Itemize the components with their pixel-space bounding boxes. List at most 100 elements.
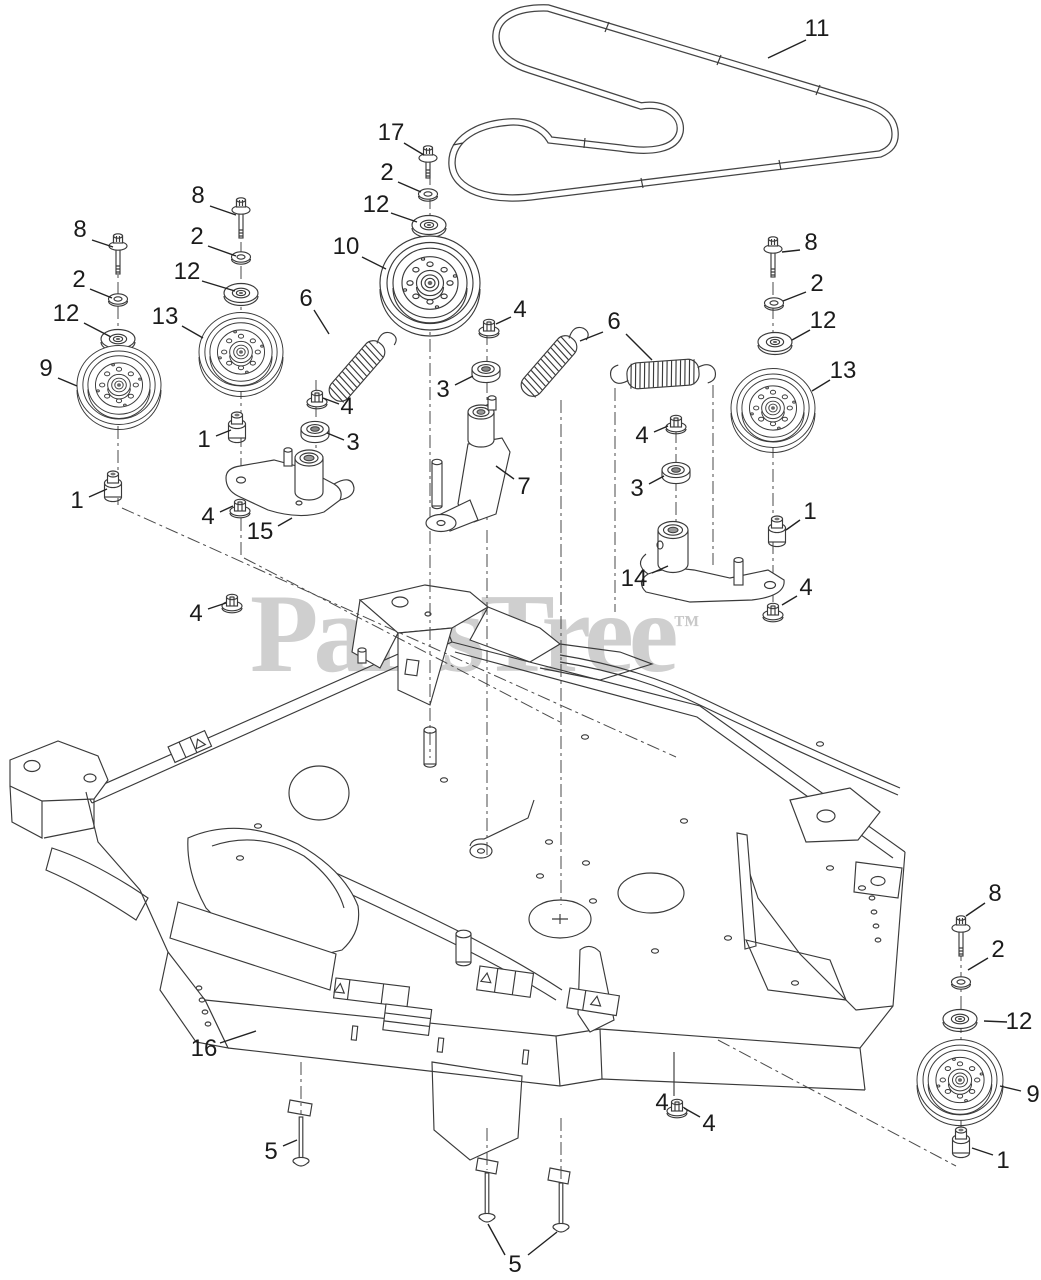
idler-arm-7 xyxy=(425,395,511,533)
callout-1-22: 1 xyxy=(197,426,211,453)
leader-line-1-26 xyxy=(88,488,108,498)
callout-4-32: 4 xyxy=(799,574,813,601)
callout-16-34: 16 xyxy=(190,1035,218,1062)
callout-12-19: 12 xyxy=(809,307,837,334)
callout-15-28: 15 xyxy=(246,518,274,545)
leader-line-4-33 xyxy=(207,602,227,610)
leader-line-15-28 xyxy=(277,517,293,527)
callout-3-15: 3 xyxy=(436,376,450,403)
deck-decal-rail xyxy=(167,729,213,764)
callout-3-25: 3 xyxy=(630,475,644,502)
leader-line-12-19 xyxy=(791,329,811,341)
leader-line-12-7 xyxy=(201,280,236,292)
callout-6-16: 6 xyxy=(607,308,621,335)
callout-17-1: 17 xyxy=(377,119,405,146)
callout-2-39: 2 xyxy=(991,936,1005,963)
callout-1-26: 1 xyxy=(70,487,84,514)
leader-line-6-13 xyxy=(313,309,330,335)
leader-line-12-40 xyxy=(983,1020,1008,1023)
drive-belt-drawing xyxy=(448,4,899,202)
callout-4-36: 4 xyxy=(702,1110,716,1137)
callout-14-31: 14 xyxy=(620,565,648,592)
idler-arm-15 xyxy=(225,447,355,517)
callout-2-10: 2 xyxy=(72,266,86,293)
deck-holes xyxy=(235,734,867,986)
callout-1-42: 1 xyxy=(996,1147,1010,1174)
leader-line-2-10 xyxy=(89,288,113,299)
leader-line-16-34 xyxy=(219,1030,257,1044)
leader-line-9-41 xyxy=(999,1085,1022,1092)
spindle-opening-right xyxy=(617,872,685,914)
callout-13-8: 13 xyxy=(151,303,179,330)
callout-8-9: 8 xyxy=(73,216,87,243)
leader-line-2-2 xyxy=(397,181,422,193)
leader-line-13-20 xyxy=(811,379,831,392)
leader-line-4-14 xyxy=(495,316,512,325)
callout-4-43: 4 xyxy=(655,1089,669,1116)
leader-line-4-21 xyxy=(322,397,340,405)
leader-line-1-42 xyxy=(971,1147,994,1156)
leader-line-2-39 xyxy=(967,957,989,971)
callout-2-2: 2 xyxy=(380,159,394,186)
callout-13-20: 13 xyxy=(829,357,857,384)
leader-line-6-16 xyxy=(625,333,653,361)
callout-12-3: 12 xyxy=(362,191,390,218)
leader-line-3-15 xyxy=(454,375,474,386)
leader-line-10-4 xyxy=(361,256,387,270)
leader-line-4-27 xyxy=(219,505,234,513)
leader-line-1-22 xyxy=(215,429,232,437)
leader-line-13-8 xyxy=(181,325,204,339)
leader-line-5-35 xyxy=(282,1139,298,1147)
callout-8-5: 8 xyxy=(191,182,205,209)
leader-line-8-9 xyxy=(91,239,114,248)
leader-line-14-31 xyxy=(651,565,669,574)
callout-2-6: 2 xyxy=(190,223,204,250)
leader-line-4-32 xyxy=(781,595,798,606)
callout-8-38: 8 xyxy=(988,880,1002,907)
leader-line-5-37 xyxy=(527,1231,558,1256)
watermark-trademark: ™ xyxy=(673,610,700,639)
leader-line-6-16 xyxy=(579,331,604,342)
callout-3-23: 3 xyxy=(346,429,360,456)
deck-decals xyxy=(332,965,621,1037)
leader-line-9-12 xyxy=(57,377,78,387)
leader-line-3-23 xyxy=(326,432,345,441)
callout-4-14: 4 xyxy=(513,296,527,323)
callout-5-35: 5 xyxy=(264,1138,278,1165)
callout-1-30: 1 xyxy=(803,498,817,525)
leader-line-8-5 xyxy=(209,205,237,216)
callout-4-33: 4 xyxy=(189,600,203,627)
leader-line-8-17 xyxy=(781,249,801,253)
leader-line-4-36 xyxy=(683,1107,701,1118)
callout-4-24: 4 xyxy=(635,422,649,449)
callout-4-27: 4 xyxy=(201,503,215,530)
leader-line-11-0 xyxy=(767,39,807,59)
leader-line-3-25 xyxy=(648,475,665,485)
callout-10-4: 10 xyxy=(332,233,360,260)
deck-center-bracket xyxy=(351,584,901,967)
callout-5-37: 5 xyxy=(508,1251,522,1278)
leader-line-4-24 xyxy=(653,425,669,433)
leader-line-7-29 xyxy=(495,465,515,480)
callout-12-11: 12 xyxy=(52,300,80,327)
callout-12-7: 12 xyxy=(173,258,201,285)
callout-12-40: 12 xyxy=(1005,1008,1033,1035)
leader-line-12-11 xyxy=(83,322,112,338)
leader-line-2-6 xyxy=(207,245,237,257)
callout-7-29: 7 xyxy=(517,473,531,500)
leader-line-12-3 xyxy=(390,212,418,223)
callout-8-17: 8 xyxy=(804,229,818,256)
callout-2-18: 2 xyxy=(810,270,824,297)
leader-line-1-30 xyxy=(785,519,801,531)
leader-line-8-38 xyxy=(965,902,986,917)
leader-line-2-18 xyxy=(782,291,807,302)
idler-mount-disc xyxy=(528,899,592,939)
deck-weldment-drawing xyxy=(9,584,906,1185)
idler-arm-14 xyxy=(639,520,785,603)
leader-line-17-1 xyxy=(403,142,425,156)
callout-6-13: 6 xyxy=(299,285,313,312)
callout-9-41: 9 xyxy=(1026,1081,1040,1108)
